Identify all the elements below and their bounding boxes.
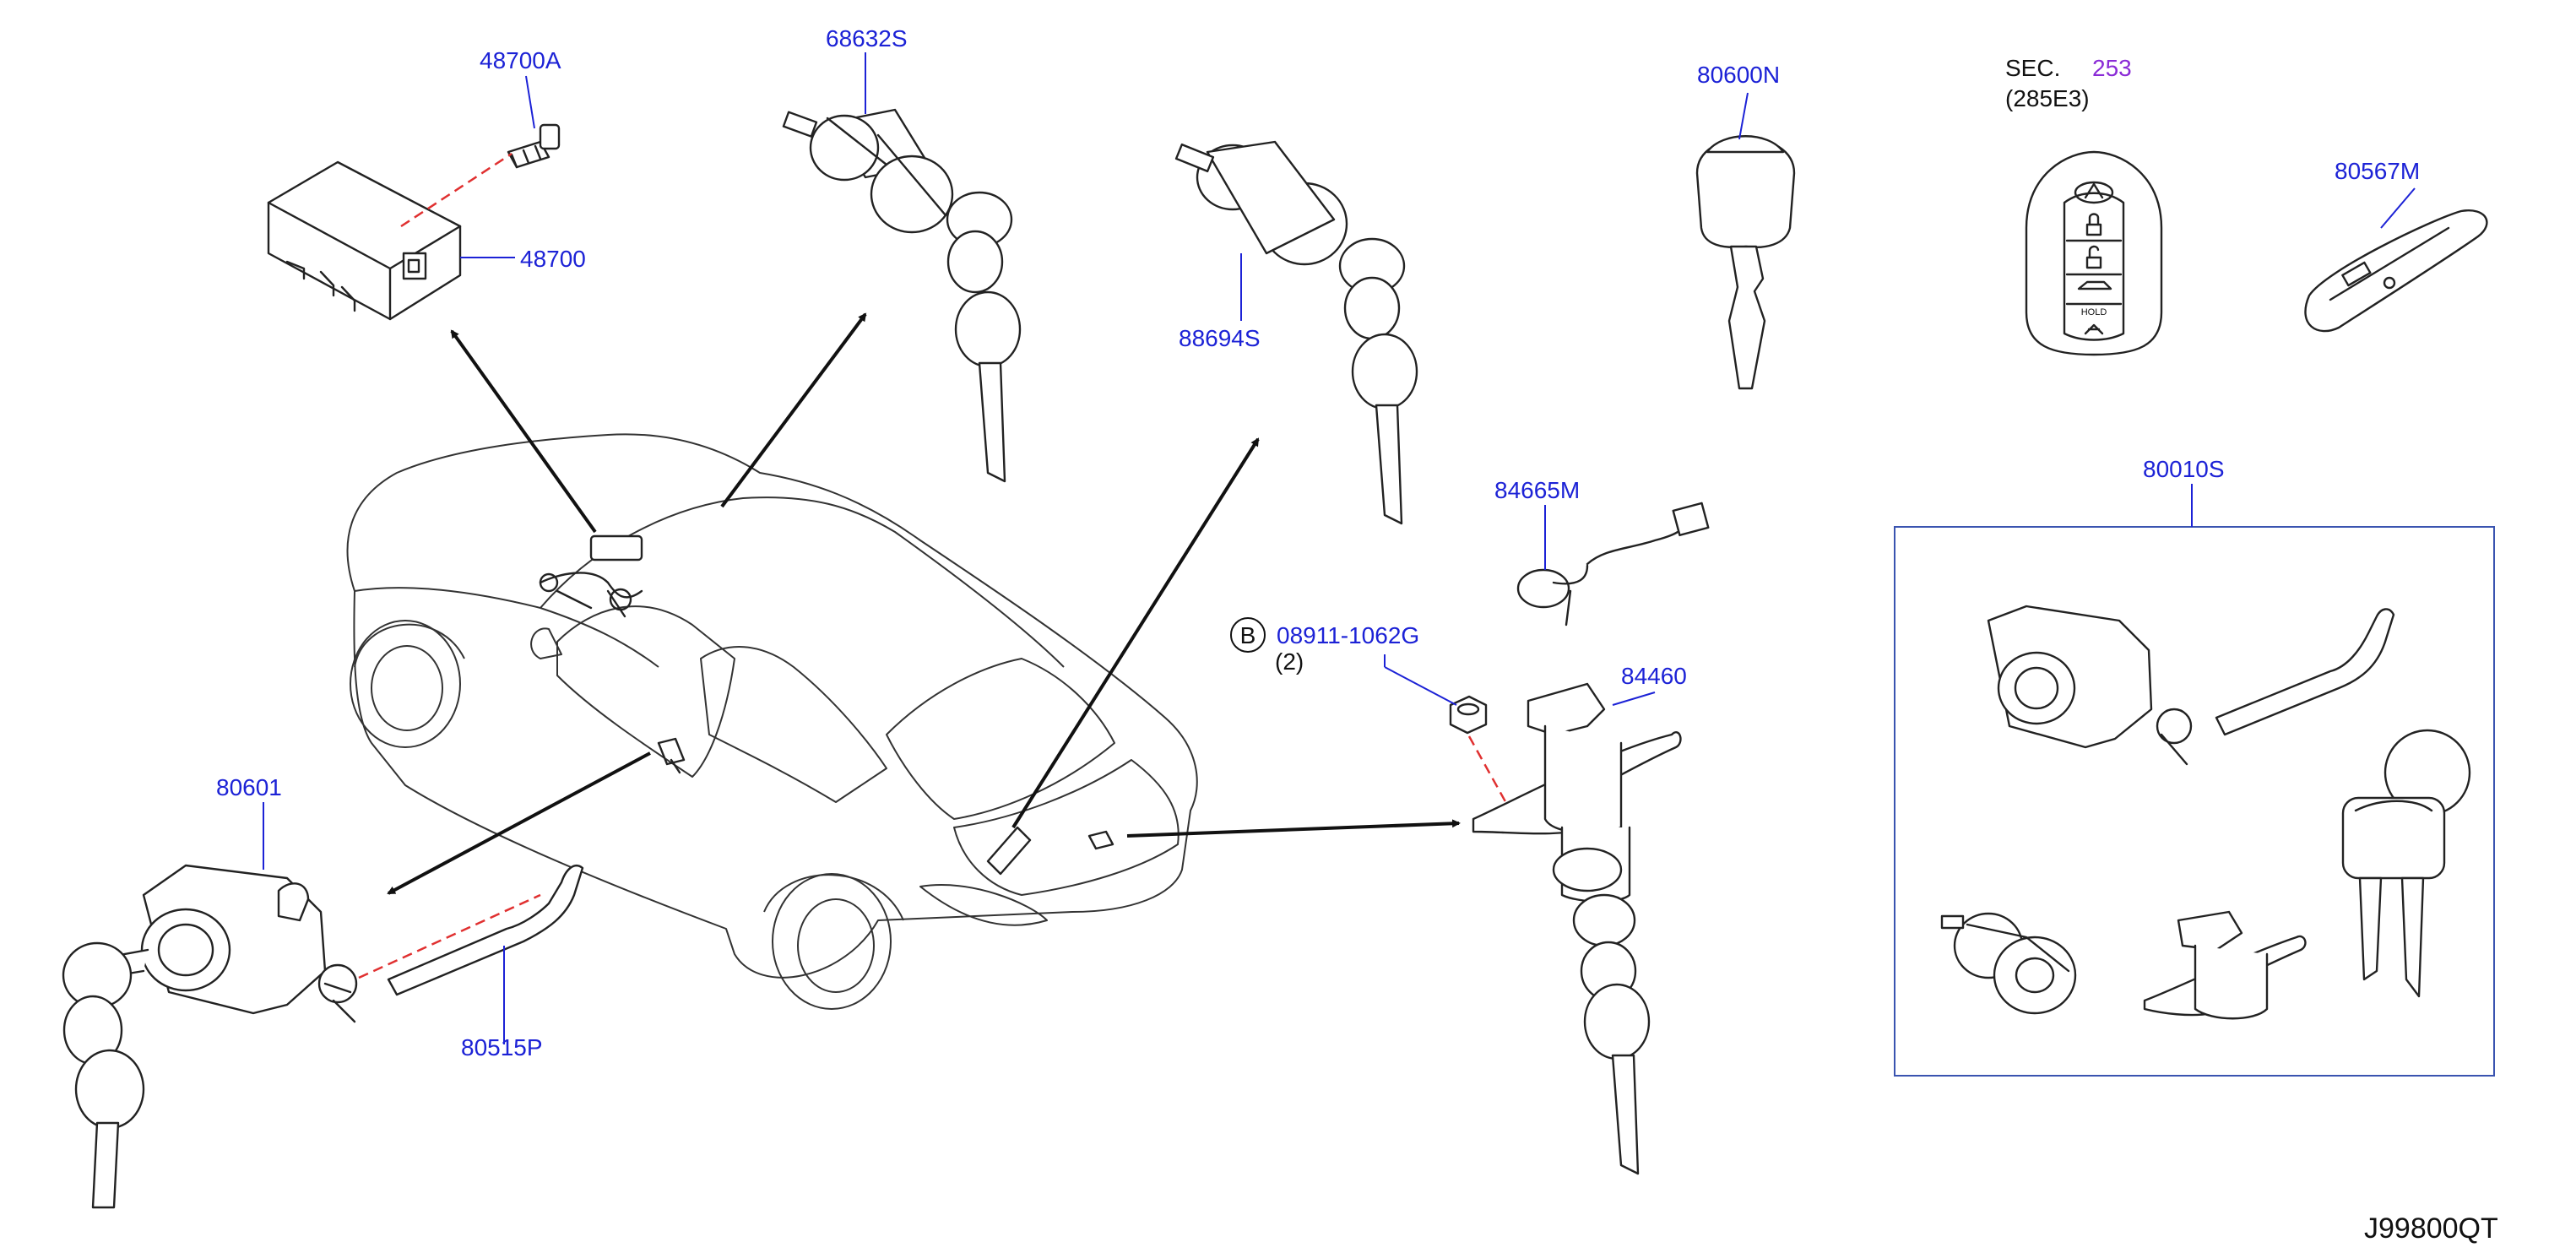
label-48700a: 48700A (480, 47, 561, 73)
nut-08911 (1449, 695, 1488, 735)
lock-icon (2085, 213, 2102, 236)
label-80567m: 80567M (2335, 158, 2420, 184)
dash-08911 (1467, 735, 1513, 813)
label-80010s: 80010S (2143, 456, 2225, 482)
label-68632s: 68632S (826, 25, 908, 52)
control-unit-48700 (267, 160, 462, 321)
label-sec-prefix: SEC. (2005, 55, 2060, 81)
rod-80515p (387, 864, 584, 996)
dash-48700a (400, 152, 512, 228)
label-48700: 48700 (520, 246, 586, 272)
kit-box-80010s (1894, 526, 2495, 1077)
kit-rod (2215, 608, 2395, 736)
label-sec-number[interactable]: 253 (2092, 55, 2132, 81)
key-holder-80567m (2304, 209, 2488, 333)
arrow-to-88694s (1011, 437, 1260, 829)
label-08911: 08911-1062G (1277, 622, 1419, 648)
bolt-marker: B (1230, 617, 1266, 653)
key-blank-80600n (1695, 135, 1796, 390)
arrow-to-48700 (450, 329, 597, 534)
bolt-marker-letter: B (1240, 622, 1256, 648)
diagram-code: J99800QT (2364, 1212, 2498, 1245)
label-84665m: 84665M (1494, 477, 1580, 503)
infiniti-logo-icon (2074, 181, 2114, 204)
vehicle-outline (346, 433, 1198, 1010)
control-unit-location (589, 534, 643, 561)
label-08911-qty: (2) (1275, 648, 1304, 675)
label-80515p: 80515P (461, 1034, 543, 1060)
smart-key-fob: HOLD (2025, 150, 2163, 356)
screw-48700a (507, 123, 561, 169)
label-80601: 80601 (216, 774, 282, 800)
location-arrows (387, 312, 1461, 895)
lock-cylinder-68632s (782, 108, 1022, 483)
lock-cylinder-88694s (1174, 140, 1418, 525)
kit-door-lock (1987, 605, 2193, 766)
kit-cylinder (1940, 912, 2077, 1015)
door-lock-80601 (62, 864, 358, 1209)
unlock-icon (2085, 245, 2102, 269)
arrow-to-84460 (1126, 819, 1461, 838)
label-84460: 84460 (1621, 663, 1687, 689)
label-sec-sub: (285E3) (2005, 85, 2090, 111)
arrow-to-80601 (387, 751, 651, 895)
arrow-to-68632s (720, 312, 867, 508)
dash-80515p (358, 893, 541, 979)
label-80600n: 80600N (1697, 62, 1780, 88)
trunk-lock-84460 (1472, 682, 1682, 1175)
kit-trunk-lock (2143, 910, 2307, 1020)
label-88694s: 88694S (1179, 325, 1261, 351)
leader-lines (263, 52, 2416, 1044)
fob-hold-text: HOLD (2081, 307, 2107, 317)
kit-key-set (2341, 729, 2471, 998)
panic-icon (2084, 323, 2104, 335)
switch-84665m (1516, 502, 1710, 626)
trunk-icon (2077, 280, 2112, 290)
